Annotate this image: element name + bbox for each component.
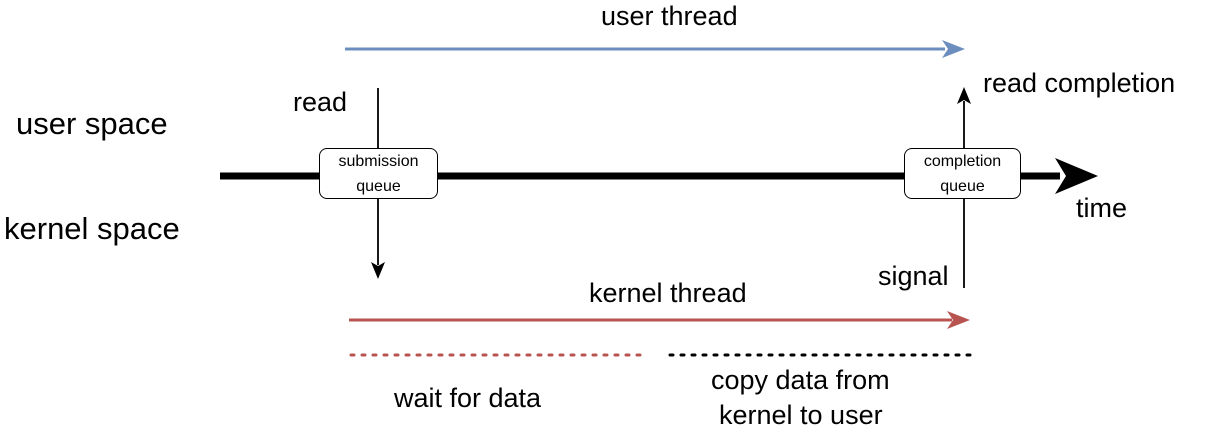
user-thread-arrow: [345, 40, 965, 58]
completion-queue-label-line2: queue: [940, 177, 985, 195]
user-thread-label: user thread: [601, 1, 738, 31]
read-label: read: [293, 87, 348, 117]
kernel-space-label: kernel space: [4, 211, 180, 246]
kernel-thread-label: kernel thread: [589, 278, 747, 308]
completion-queue-box: completion queue: [904, 148, 1021, 199]
completion-queue-label-line1: completion: [923, 152, 1002, 170]
read-completion-label: read completion: [983, 68, 1176, 98]
time-label: time: [1076, 193, 1128, 223]
wait-for-data-label: wait for data: [394, 383, 542, 413]
kernel-thread-arrow: [349, 311, 970, 329]
user-space-label: user space: [16, 106, 168, 141]
copy-data-label-line2: kernel to user: [719, 400, 883, 430]
signal-label: signal: [878, 261, 949, 291]
submission-queue-label-line2: queue: [356, 177, 401, 195]
submission-queue-label-line1: submission: [338, 152, 419, 170]
submission-queue-box: submission queue: [319, 148, 438, 199]
copy-data-label-line1: copy data from: [711, 365, 890, 395]
